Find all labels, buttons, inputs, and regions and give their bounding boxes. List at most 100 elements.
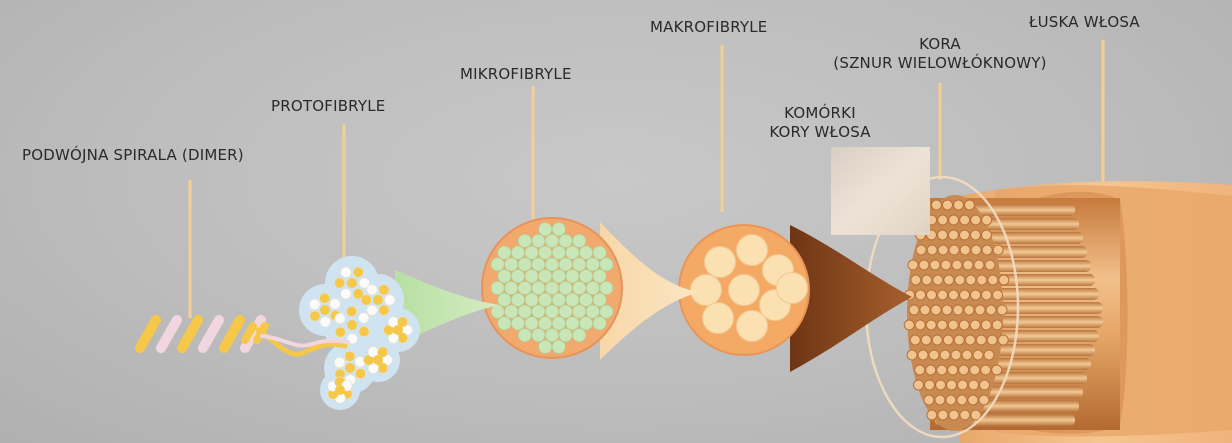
cortex-strand-end — [927, 245, 937, 255]
microfibril-circle — [525, 246, 538, 259]
microfibril-circle — [593, 270, 606, 283]
protofibril-dot — [355, 368, 365, 378]
cortex-strand-end — [993, 290, 1003, 300]
cortex-strand-end — [931, 305, 941, 315]
label-cortex-line2: (SZNUR WIELOWŁÓKNOWY) — [790, 54, 1090, 73]
helix-segment — [140, 320, 156, 348]
cortex-strand-end — [958, 380, 968, 390]
cortex-strand-end — [980, 380, 990, 390]
macrofibril-circle — [705, 247, 736, 278]
label-cortex-cells-line1: KOMÓRKI — [740, 104, 900, 123]
microfibril-circle — [532, 329, 545, 342]
cortex-strand-end — [993, 245, 1003, 255]
cortex-strand-end — [964, 305, 974, 315]
cortex-strand-end — [951, 350, 961, 360]
cortex-strand-end — [948, 365, 958, 375]
microfibril-circle — [518, 258, 531, 271]
cortex-strand-end — [938, 410, 948, 420]
cortex-strand-end — [965, 335, 975, 345]
microfibril-circle — [573, 258, 586, 271]
label-cortex-line1: KORA — [790, 35, 1090, 54]
microfibril-circle — [545, 258, 558, 271]
microfibril-circle — [545, 281, 558, 294]
protofibril-dot — [334, 357, 344, 367]
cortex-strand-end — [916, 245, 926, 255]
microfibril-circle — [525, 293, 538, 306]
microfibril-circle — [532, 281, 545, 294]
microfibril-circle — [559, 258, 572, 271]
cortex-strand-end — [930, 260, 940, 270]
microfibril-circle — [579, 270, 592, 283]
macrofibril-circle — [729, 275, 760, 306]
cortex-strand-end — [949, 290, 959, 300]
microfibril-circle — [586, 305, 599, 318]
microfibril-circle — [552, 317, 565, 330]
microfibril-circle — [573, 329, 586, 342]
microfibril-circle — [552, 223, 565, 236]
microfibril-circle — [593, 246, 606, 259]
protofibril-dot — [373, 295, 383, 305]
cortex-strand-end — [915, 320, 925, 330]
cortex-strand-end — [955, 275, 965, 285]
helix-segment — [182, 320, 198, 348]
cortex-strand-end — [908, 260, 918, 270]
protofibril-dot — [347, 320, 357, 330]
cortex-strand-end — [927, 410, 937, 420]
microfibril-circle — [593, 293, 606, 306]
cortex-strand-end — [935, 395, 945, 405]
cortex-strand-end — [952, 260, 962, 270]
cortex-strand-end — [915, 365, 925, 375]
microfibril-circle — [586, 258, 599, 271]
cortex-strand-end — [942, 200, 952, 210]
microfibril-circle — [566, 270, 579, 283]
cortex-strand-end — [926, 365, 936, 375]
protofibril-dot — [373, 355, 383, 365]
cortex-strand-end — [979, 395, 989, 405]
microfibril-circle — [539, 246, 552, 259]
microfibril-circle — [525, 270, 538, 283]
helix-segment — [224, 320, 240, 348]
cortex-strand-end — [982, 290, 992, 300]
cortex-strand-end — [916, 290, 926, 300]
cortex-strand-end — [904, 320, 914, 330]
cortex-strand-end — [937, 320, 947, 330]
cortex-strand-end — [973, 350, 983, 360]
microfibril-circle — [518, 234, 531, 247]
label-cortex-cells: KOMÓRKI KORY WŁOSA — [740, 104, 900, 142]
cortex-strand-end — [918, 350, 928, 360]
microfibril-circle — [511, 293, 524, 306]
protofibril-dot — [341, 289, 351, 299]
microfibril-circle — [559, 234, 572, 247]
microfibril-circle — [545, 329, 558, 342]
cortex-strand-end — [943, 335, 953, 345]
protofibril-dot — [353, 267, 363, 277]
cortex-strand-end — [970, 365, 980, 375]
cortex-strand-end — [992, 365, 1002, 375]
cortex-strand-end — [960, 245, 970, 255]
cortex-strand-end — [959, 320, 969, 330]
microfibril-circle — [600, 281, 613, 294]
protofibril-dot — [335, 327, 345, 337]
microfibril-circle — [539, 340, 552, 353]
cortex-strand-end — [919, 260, 929, 270]
label-cortex-cells-line2: KORY WŁOSA — [740, 123, 900, 142]
cortex-strand-end — [927, 290, 937, 300]
cortex-strand-end — [971, 245, 981, 255]
cortex-strand-end — [986, 305, 996, 315]
cortex-strand-end — [959, 365, 969, 375]
cortex-strand-end — [953, 200, 963, 210]
cortex-strand-end — [968, 395, 978, 405]
cortex-strand-end — [941, 260, 951, 270]
cortex-strand-end — [921, 335, 931, 345]
cortex-strand-end — [971, 215, 981, 225]
protofibril-dot — [347, 278, 357, 288]
protofibril-dot — [335, 385, 345, 395]
cortex-strand-end — [957, 395, 967, 405]
double-helix — [140, 320, 265, 348]
cortex-strand-end — [938, 245, 948, 255]
protofibril-dot — [385, 295, 395, 305]
microfibril-circle — [532, 258, 545, 271]
protofibril-dot — [346, 306, 356, 316]
microfibril-circle — [518, 329, 531, 342]
microfibril-circle — [573, 281, 586, 294]
